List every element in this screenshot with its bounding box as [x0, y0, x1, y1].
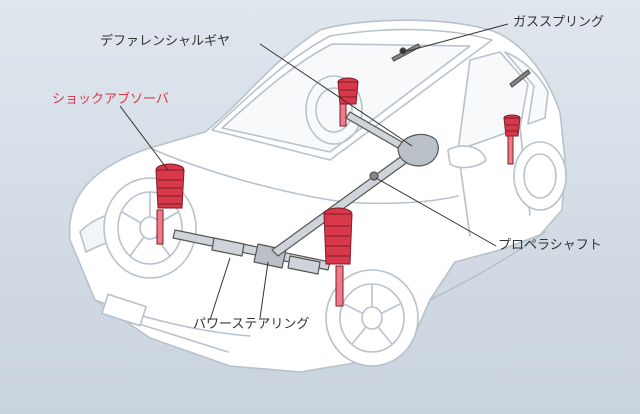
wheel-front-right [325, 269, 419, 367]
license-plate [101, 293, 147, 327]
shock-absorber-front-right [323, 207, 353, 307]
wheel-rear-right [513, 141, 567, 211]
label-propeller-shaft: プロペラシャフト [498, 238, 602, 253]
callout-shock-absorber [119, 105, 169, 171]
gas-spring-door [509, 69, 531, 88]
callout-differential [259, 43, 413, 147]
shock-absorber-front-left [155, 163, 185, 245]
side-mirror [447, 145, 487, 169]
label-power-steering: パワーステアリング [193, 317, 310, 332]
shock-absorbers [155, 77, 521, 307]
callout-steering-right [259, 261, 269, 319]
car-silhouette [68, 19, 566, 373]
rear-axle-left [345, 111, 403, 149]
callout-gas-spring [403, 23, 509, 53]
steering-boot-right [287, 255, 321, 275]
callout-propeller-shaft [375, 177, 497, 247]
side-sill [429, 231, 546, 301]
callout-steering-left [209, 257, 231, 321]
label-shock-absorber: ショックアブソーバ [52, 92, 169, 107]
steering-boot-left [211, 237, 245, 257]
label-gas-spring: ガススプリング [513, 15, 605, 30]
differential-housing [397, 133, 439, 167]
side-window-rear [504, 51, 549, 125]
mechanical-parts [172, 43, 531, 275]
label-differential-gear: デファレンシャルギヤ [100, 34, 231, 49]
callout-lines [119, 23, 509, 321]
shock-absorber-rear-right [503, 114, 521, 165]
hood-line [149, 147, 459, 205]
steering-wheel [305, 75, 363, 145]
windshield-frame [211, 28, 493, 161]
gas-spring-end [399, 47, 407, 55]
